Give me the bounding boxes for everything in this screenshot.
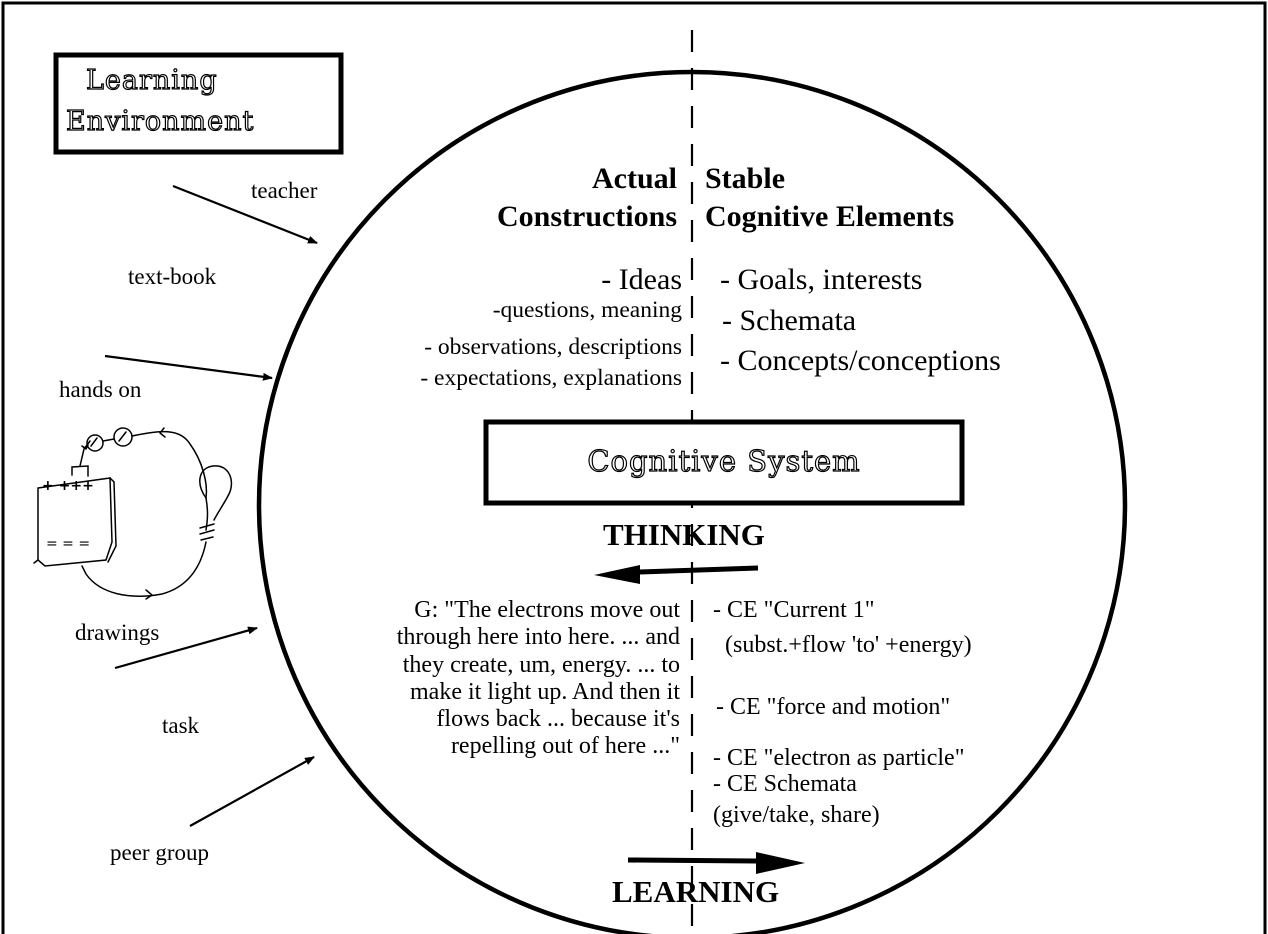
quote-line-3: they create, um, energy. ... to bbox=[402, 651, 680, 678]
cognitive-system-box bbox=[483, 419, 965, 506]
ce-current-1-detail: (subst.+flow 'to' +energy) bbox=[725, 632, 972, 658]
battery-plus-marks: + +++ bbox=[42, 478, 94, 494]
actual-heading-line1: Actual bbox=[592, 162, 677, 195]
quote-line-2: through here into here. ... and bbox=[396, 624, 680, 651]
battery-minus-marks: = = = bbox=[46, 536, 91, 552]
item-expectations: - expectations, explanations bbox=[420, 365, 682, 391]
arrow-teacher bbox=[172, 184, 318, 245]
arrow-drawings bbox=[114, 626, 258, 670]
thinking-label: THINKING bbox=[603, 517, 765, 552]
input-textbook: text-book bbox=[128, 264, 217, 289]
stable-elements-heading: Stable Cognitive Elements bbox=[705, 160, 954, 236]
arrow-task bbox=[189, 756, 315, 827]
ce-schemata: - CE Schemata bbox=[713, 771, 857, 797]
learning-arrowhead bbox=[756, 852, 805, 874]
quote-line-6: repelling out of here ..." bbox=[450, 733, 680, 760]
ce-electron-particle: - CE "electron as particle" bbox=[713, 745, 965, 771]
ce-current-1: - CE "Current 1" bbox=[713, 597, 875, 623]
environment-label-line2: Environment bbox=[65, 105, 255, 137]
thinking-arrow-shaft bbox=[639, 565, 759, 575]
input-drawings: drawings bbox=[75, 620, 160, 645]
actual-heading-line2: Constructions bbox=[496, 200, 677, 233]
item-goals: - Goals, interests bbox=[720, 263, 923, 296]
ce-force-motion: - CE "force and motion" bbox=[716, 694, 951, 720]
learning-arrow-shaft bbox=[627, 857, 757, 864]
quote-line-4: make it light up. And then it bbox=[410, 678, 680, 705]
ce-schemata-detail: (give/take, share) bbox=[713, 802, 880, 828]
input-hands-on: hands on bbox=[59, 377, 142, 402]
circuit-sketch bbox=[33, 427, 233, 600]
environment-label-line1: Learning bbox=[85, 64, 218, 96]
quote-line-1: G: "The electrons move out bbox=[414, 597, 680, 623]
quote-line-5: flows back ... because it's bbox=[436, 706, 680, 733]
item-ideas: - Ideas bbox=[601, 263, 682, 296]
input-teacher: teacher bbox=[251, 178, 318, 203]
item-schemata: - Schemata bbox=[722, 304, 857, 337]
thinking-arrowhead bbox=[594, 565, 640, 584]
item-questions: -questions, meaning bbox=[492, 297, 682, 323]
actual-constructions-heading: Actual Constructions bbox=[497, 160, 677, 236]
environment-box bbox=[53, 52, 344, 155]
input-peer-group: peer group bbox=[110, 840, 209, 865]
arrow-textbook bbox=[104, 354, 273, 381]
stable-heading-line2: Cognitive Elements bbox=[705, 200, 955, 233]
cognitive-system-label: Cognitive System bbox=[587, 443, 861, 478]
stable-heading-line1: Stable bbox=[705, 162, 786, 195]
item-observations: - observations, descriptions bbox=[424, 334, 682, 360]
learning-label: LEARNING bbox=[612, 874, 780, 909]
student-quote: G: "The electrons move out through here … bbox=[397, 597, 680, 761]
input-task: task bbox=[162, 713, 200, 738]
item-concepts: - Concepts/conceptions bbox=[720, 344, 1001, 377]
